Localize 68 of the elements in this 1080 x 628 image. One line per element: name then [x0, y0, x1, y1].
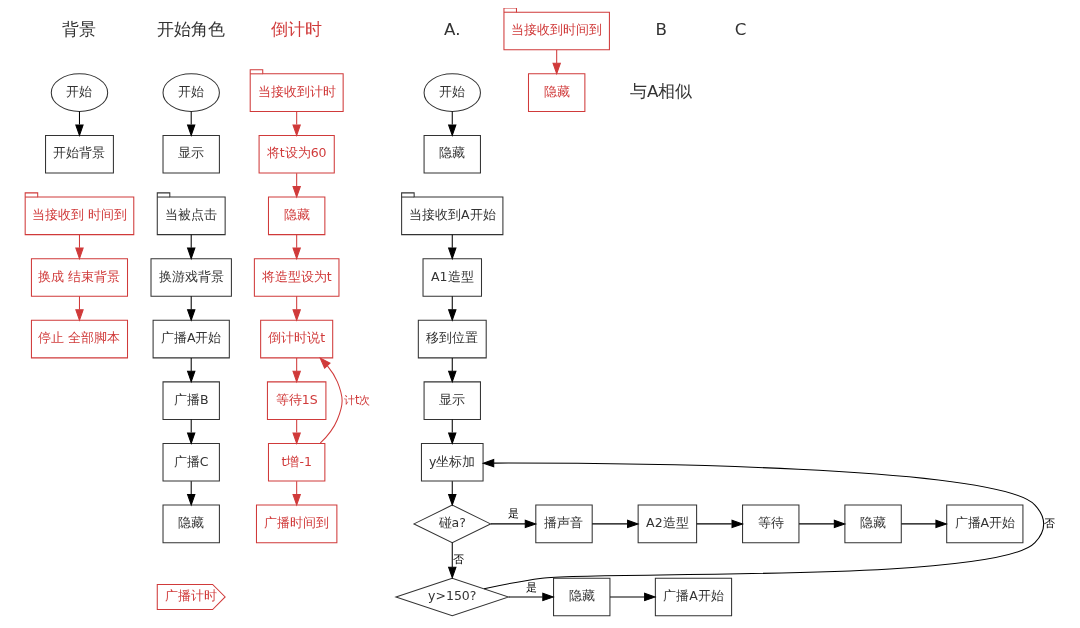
node-box: 隐藏: [423, 134, 481, 174]
node-box: 隐藏: [552, 577, 610, 617]
arrow: [291, 357, 301, 384]
arrow: [447, 480, 457, 507]
node-box: 等待: [741, 504, 799, 544]
edge-label: 否: [452, 552, 464, 567]
label: 开始角色: [156, 18, 225, 39]
arrow: [291, 480, 301, 507]
label: C: [734, 18, 746, 39]
node-box: 显示: [423, 381, 481, 420]
node-box: 将t设为60: [258, 134, 335, 174]
edge-label: 是: [507, 506, 519, 521]
arrow: [507, 592, 555, 602]
node-diamond: 碰a?: [412, 504, 492, 544]
arrow: [186, 357, 196, 384]
edge-label: 否: [1043, 515, 1055, 530]
node-box: 将造型设为t: [253, 258, 339, 297]
arrow: [591, 519, 640, 529]
node-box: t增-1: [267, 442, 325, 482]
arrow: [186, 480, 196, 507]
node-box: 广播C: [162, 442, 220, 482]
arrow: [489, 519, 537, 529]
arrow: [447, 295, 457, 322]
arrow: [900, 519, 948, 529]
arrow: [447, 357, 457, 384]
node-box: 广播A开始: [945, 504, 1023, 544]
node-box: 开始背景: [44, 134, 114, 174]
node-box: A1造型: [422, 258, 482, 297]
node-box: 移到位置: [417, 319, 487, 359]
node-box: 隐藏: [843, 504, 902, 544]
node-box: 等待1S: [266, 381, 326, 420]
node-box: 显示: [162, 134, 220, 174]
node-box: 换游戏背景: [150, 258, 232, 297]
arrow: [74, 295, 84, 322]
label: 背景: [61, 18, 96, 39]
node-box: 隐藏: [527, 73, 585, 112]
node-box: 换成 结束背景: [30, 258, 128, 297]
node-box: 隐藏: [162, 504, 220, 544]
arrow: [291, 172, 301, 199]
edge-label: 计t次: [343, 392, 370, 407]
arrow: [318, 356, 343, 444]
arrow: [186, 295, 196, 322]
arrow: [481, 458, 1044, 590]
node-box: 广播A开始: [152, 319, 230, 359]
arrow: [551, 49, 561, 76]
node-box: 播声音: [534, 504, 593, 544]
node-box: A2造型: [637, 504, 697, 544]
arrow: [695, 519, 744, 529]
node-box: 广播B: [162, 381, 220, 420]
node-ellipse: 开始: [423, 73, 481, 112]
node-diamond: y>150?: [393, 577, 510, 617]
node-box: y坐标加: [420, 442, 484, 482]
label: A.: [443, 18, 460, 39]
node-box: 停止 全部脚本: [30, 319, 128, 359]
label: 与A相似: [629, 80, 692, 101]
arrow: [291, 295, 301, 322]
node-ellipse: 开始: [50, 73, 108, 112]
arrow: [447, 542, 457, 580]
node-box: 广播时间到: [255, 504, 337, 544]
arrow: [798, 519, 846, 529]
node-ellipse: 开始: [162, 73, 220, 112]
edge-label: 是: [525, 579, 537, 594]
node-box: 隐藏: [267, 196, 325, 236]
arrow: [609, 592, 657, 602]
label: B: [654, 18, 667, 39]
node-box: 广播A开始: [654, 577, 732, 617]
label: 倒计时: [270, 18, 322, 39]
node-box: 倒计时说t: [259, 319, 333, 359]
